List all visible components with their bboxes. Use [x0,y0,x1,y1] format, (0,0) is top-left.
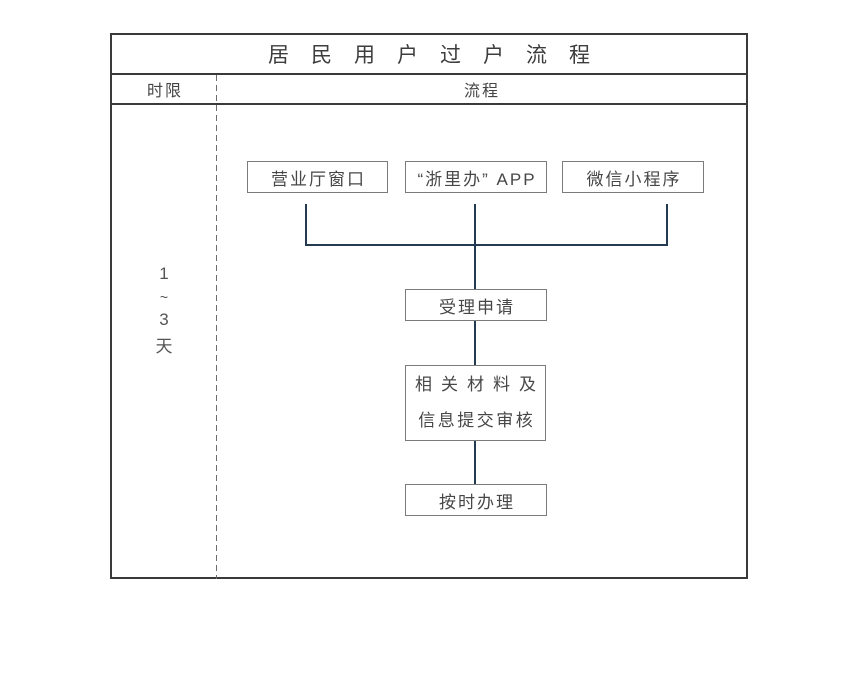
connector-drop-left [305,204,307,245]
flow-box-handle-on-time: 按时办理 [405,484,547,516]
duration-label: 1 ~ 3 天 [112,262,216,362]
flow-box-accept-application: 受理申请 [405,289,547,321]
connector-drop-right [666,204,668,245]
flow-box-zheliban-app: “浙里办” APP [405,161,547,193]
flow-box-label: 按时办理 [439,492,515,512]
flow-box-materials-review: 相关材料及 信息提交审核 [405,365,546,441]
header-cell-process: 流程 [216,75,746,103]
table-header-row: 时限 流程 [112,75,746,105]
flowchart-table: 居民用户过户流程 时限 流程 1 ~ 3 天 营业厅窗口 “浙里办” APP 微… [110,33,748,579]
connector-to-accept [474,244,476,290]
connector-to-materials [474,321,476,365]
flow-box-label-line1: 相关材料及 [415,375,545,394]
flow-box-wechat-mini-program: 微信小程序 [562,161,704,193]
flow-box-label-line2: 信息提交审核 [418,411,536,430]
header-cell-time-limit: 时限 [112,75,216,103]
flow-box-label: “浙里办” APP [417,169,537,189]
duration-char: 天 [155,337,173,356]
connector-merge-bar [305,244,668,246]
page-title: 居民用户过户流程 [268,44,612,67]
table-title-row: 居民用户过户流程 [112,35,746,75]
flow-box-service-hall-window: 营业厅窗口 [247,161,388,193]
duration-char: 3 [159,310,169,329]
process-header-label: 流程 [463,83,500,100]
flow-box-label: 营业厅窗口 [271,169,366,189]
dashed-column-divider [216,75,217,579]
connector-to-handle [474,441,476,484]
flow-box-label: 受理申请 [439,297,515,317]
time-limit-header-label: 时限 [146,83,183,100]
flow-box-label: 微信小程序 [586,169,682,189]
duration-char: 1 [159,264,169,283]
duration-tilde: ~ [159,289,169,305]
connector-drop-center [474,204,476,245]
